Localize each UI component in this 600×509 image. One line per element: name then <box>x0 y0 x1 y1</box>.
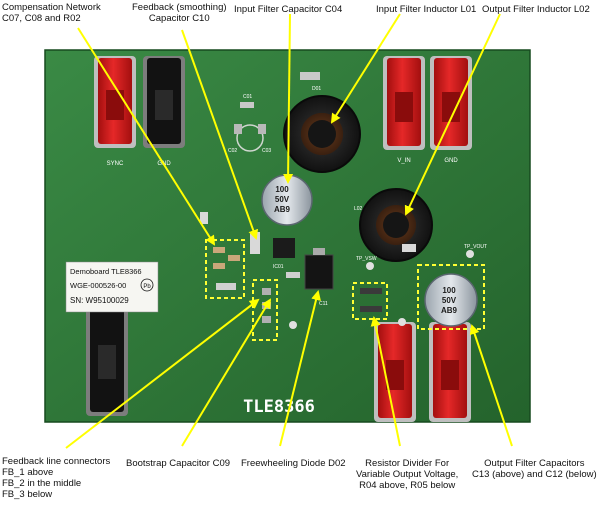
pb-free-icon <box>140 278 154 292</box>
ic01 <box>273 238 295 258</box>
silk-tp-vsw: TP_VSW <box>356 256 377 262</box>
label-bootstrap: Bootstrap Capacitor C09 <box>126 458 231 469</box>
connector-vin <box>383 56 425 150</box>
capacitor-c01 <box>240 102 254 108</box>
silk-c02: C02 <box>228 148 237 154</box>
arrow-bootstrap <box>181 298 272 447</box>
connector-gnd-top <box>143 56 185 148</box>
label-input-filter-ind: Input Filter Inductor L01 <box>376 4 477 15</box>
connector-vout <box>374 322 416 422</box>
connector-gnd-out <box>429 322 471 422</box>
highlight-output-caps <box>417 264 485 330</box>
capacitor-c13: 100 50V AB9 <box>424 273 478 327</box>
arrow-freewheel <box>279 290 321 447</box>
arrow-feedback-line <box>65 298 260 449</box>
highlight-resistor-divider <box>352 282 388 320</box>
label-output-filter-ind: Output Filter Inductor L02 <box>482 4 590 15</box>
silk-sync: SYNC <box>107 161 124 167</box>
svg-text:Pb: Pb <box>143 284 151 290</box>
connector-sync <box>94 56 136 148</box>
svg-text:AB9: AB9 <box>441 306 458 315</box>
arrow-output-filter-caps <box>469 324 513 447</box>
svg-text:50V: 50V <box>442 296 457 305</box>
highlight-compensation <box>205 239 245 299</box>
silk-d01: D01 <box>312 86 321 92</box>
inductor-l01 <box>283 95 361 173</box>
highlight-boxes <box>205 239 485 341</box>
sticker-serial: SN: W95100029 <box>70 296 129 305</box>
arrow-resistor-divider <box>370 316 401 447</box>
diode-d02-tab <box>313 248 325 255</box>
silk-l02: L02 <box>354 206 363 212</box>
board-sticker: Demoboard TLE8366 WGE-000526-00 SN: W951… <box>65 261 159 313</box>
silk-tp-vout: TP_VOUT <box>464 244 487 250</box>
silk-gnd-right: GND <box>444 158 458 164</box>
label-freewheel: Freewheeling Diode D02 <box>241 458 346 469</box>
capacitor-c02-c03 <box>234 124 266 152</box>
label-input-filter-cap: Input Filter Capacitor C04 <box>234 4 343 15</box>
diode-d02 <box>304 254 334 290</box>
label-resistor-divider: Resistor Divider For Variable Output Vol… <box>356 458 459 491</box>
silk-c03: C03 <box>262 148 271 154</box>
label-feedback-cap: Feedback (smoothing) Capacitor C10 <box>132 2 227 24</box>
svg-text:AB9: AB9 <box>274 205 291 214</box>
arrow-compensation <box>77 27 216 246</box>
inductor-l02 <box>359 188 433 262</box>
arrow-input-filter-ind <box>330 13 401 124</box>
silk-vin: V_IN <box>397 158 410 164</box>
label-output-filter-caps: Output Filter Capacitors C13 (above) and… <box>472 458 597 480</box>
arrow-input-filter-cap <box>283 13 294 184</box>
sticker-title: Demoboard TLE8366 <box>70 267 142 276</box>
svg-text:50V: 50V <box>275 195 290 204</box>
svg-text:100: 100 <box>275 185 289 194</box>
label-feedback-line: Feedback line connectors FB_1 above FB_2… <box>2 456 111 500</box>
silk-c01: C01 <box>243 94 252 100</box>
svg-text:100: 100 <box>442 286 456 295</box>
silk-ic01: IC01 <box>273 264 284 270</box>
callout-arrows <box>65 13 513 449</box>
arrow-feedback-cap <box>181 29 259 240</box>
board-name: TLE8366 <box>243 397 315 417</box>
label-compensation: Compensation Network C07, C08 and R02 <box>2 2 101 24</box>
capacitor-c04: 100 50V AB9 <box>261 174 313 226</box>
silk-c11: C11 <box>319 301 328 307</box>
connector-gnd-right <box>430 56 472 150</box>
smd-parts <box>200 72 474 329</box>
arrow-output-filter-ind <box>404 13 501 216</box>
sticker-part-number: WGE-000526-00 <box>70 281 126 290</box>
connector-gnd-bottom <box>86 306 128 416</box>
